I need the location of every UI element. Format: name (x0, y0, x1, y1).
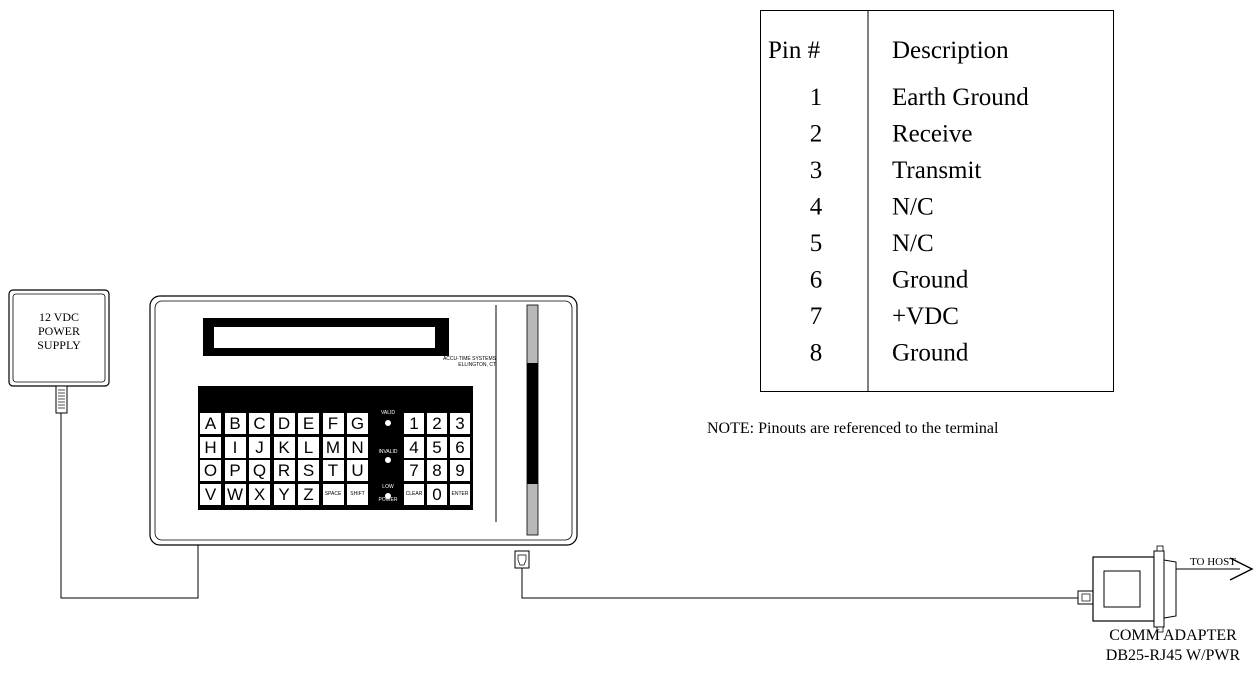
rj45-jack (514, 550, 530, 569)
pinout-cell-description: N/C (892, 230, 934, 257)
key-g[interactable]: G (347, 413, 368, 434)
key-s[interactable]: S (298, 460, 319, 481)
adapter-body (1092, 556, 1155, 622)
indicator-low-power-led (385, 493, 391, 499)
key-c[interactable]: C (249, 413, 270, 434)
indicator-valid-led (385, 420, 391, 426)
key-n[interactable]: N (347, 436, 368, 458)
key-6[interactable]: 6 (450, 436, 470, 458)
key-f[interactable]: F (322, 413, 344, 434)
lcd-screen (214, 327, 435, 348)
indicator-label-valid: VALID (380, 410, 396, 416)
pinout-cell-pin: 3 (810, 157, 823, 184)
pinout-cell-pin: 7 (810, 303, 823, 330)
rj45-jack-latch (517, 554, 527, 566)
power-plug-ridges (58, 389, 65, 409)
adapter-flange (1153, 550, 1165, 628)
key-shift[interactable]: SHIFT (347, 483, 368, 505)
power-supply-inner (12, 293, 106, 383)
key-z[interactable]: Z (298, 483, 319, 505)
key-a[interactable]: A (200, 413, 221, 434)
pinout-cell-pin: 5 (810, 230, 823, 257)
key-w[interactable]: W (224, 483, 246, 505)
pinout-cell-pin: 6 (810, 267, 823, 294)
power-supply-label-line: POWER (38, 324, 80, 338)
pinout-cell-description: +VDC (892, 303, 959, 330)
indicator-invalid-led (385, 457, 391, 463)
key-y[interactable]: Y (273, 483, 295, 505)
key-l[interactable]: L (298, 436, 319, 458)
comm-adapter-label-line: DB25-RJ45 W/PWR (1105, 647, 1241, 664)
key-d[interactable]: D (273, 413, 295, 434)
pinout-header-pin: Pin # (768, 37, 821, 64)
key-e[interactable]: E (298, 413, 319, 434)
pinout-cell-description: Transmit (892, 157, 981, 184)
pinout-table: Pin # Description 1 Earth Ground 2 Receive 3 Tr… (760, 10, 1114, 392)
indicator-label-invalid: INVALID (378, 449, 398, 455)
key-space[interactable]: SPACE (322, 483, 344, 505)
adapter-screw-top (1156, 545, 1164, 552)
key-k[interactable]: K (273, 436, 295, 458)
key-j[interactable]: J (249, 436, 270, 458)
comm-adapter-label-line: COMM ADAPTER (1109, 627, 1237, 644)
key-9[interactable]: 9 (450, 460, 470, 481)
pinout-cell-description: Receive (892, 121, 973, 148)
key-q[interactable]: Q (249, 460, 270, 481)
terminal-brand-location: ELLINGTON, CT (458, 362, 496, 368)
key-h[interactable]: H (200, 436, 221, 458)
key-3[interactable]: 3 (450, 413, 470, 434)
key-v[interactable]: V (200, 483, 221, 505)
key-2[interactable]: 2 (427, 413, 447, 434)
to-host-label: TO HOST (1190, 556, 1236, 568)
power-cable (60, 413, 199, 599)
adapter-window (1103, 570, 1141, 608)
pinout-cell-description: Earth Ground (892, 84, 1029, 111)
to-host-arrowhead (1229, 557, 1254, 581)
adapter-rj-port (1077, 590, 1094, 605)
adapter-screw-bottom (1156, 626, 1164, 633)
power-supply-label-line: 12 VDC (38, 310, 80, 324)
pinout-cell-pin: 4 (810, 194, 823, 221)
db25-connector (1163, 559, 1177, 619)
key-t[interactable]: T (322, 460, 344, 481)
key-b[interactable]: B (224, 413, 246, 434)
pinout-cell-description: N/C (892, 194, 934, 221)
data-cable (521, 568, 1078, 599)
pinout-cell-pin: 8 (810, 340, 823, 367)
indicator-leds (385, 420, 391, 499)
pinout-cell-pin: 1 (810, 84, 823, 111)
terminal-brand: ACCU-TIME SYSTEMS ELLINGTON, CT (380, 356, 496, 368)
key-o[interactable]: O (200, 460, 221, 481)
terminal-bezel (154, 300, 573, 541)
pinout-cell-pin: 2 (810, 121, 823, 148)
power-supply-label-line: SUPPLY (37, 338, 81, 352)
power-supply-label: 12 VDC POWER SUPPLY (14, 310, 104, 352)
card-slot-reader (527, 363, 538, 484)
key-enter[interactable]: ENTER (450, 483, 470, 505)
pinout-header-description: Description (892, 37, 1009, 64)
key-7[interactable]: 7 (404, 460, 424, 481)
pinout-note: NOTE: Pinouts are referenced to the term… (707, 420, 999, 437)
terminal-brand-name: ACCU-TIME SYSTEMS (442, 356, 496, 362)
adapter-rj-port-inner (1081, 593, 1091, 602)
key-p[interactable]: P (224, 460, 246, 481)
key-i[interactable]: I (224, 436, 246, 458)
key-m[interactable]: M (322, 436, 344, 458)
pinout-cell-description: Ground (892, 340, 969, 367)
key-x[interactable]: X (249, 483, 270, 505)
key-5[interactable]: 5 (427, 436, 447, 458)
key-r[interactable]: R (273, 460, 295, 481)
key-u[interactable]: U (347, 460, 368, 481)
pinout-cell-description: Ground (892, 267, 969, 294)
key-clear[interactable]: CLEAR (404, 483, 424, 505)
pinout-table-border (760, 10, 1114, 392)
key-1[interactable]: 1 (404, 413, 424, 434)
key-8[interactable]: 8 (427, 460, 447, 481)
comm-adapter-label: COMM ADAPTER DB25-RJ45 W/PWR (1088, 626, 1257, 666)
key-4[interactable]: 4 (404, 436, 424, 458)
key-0[interactable]: 0 (427, 483, 447, 505)
